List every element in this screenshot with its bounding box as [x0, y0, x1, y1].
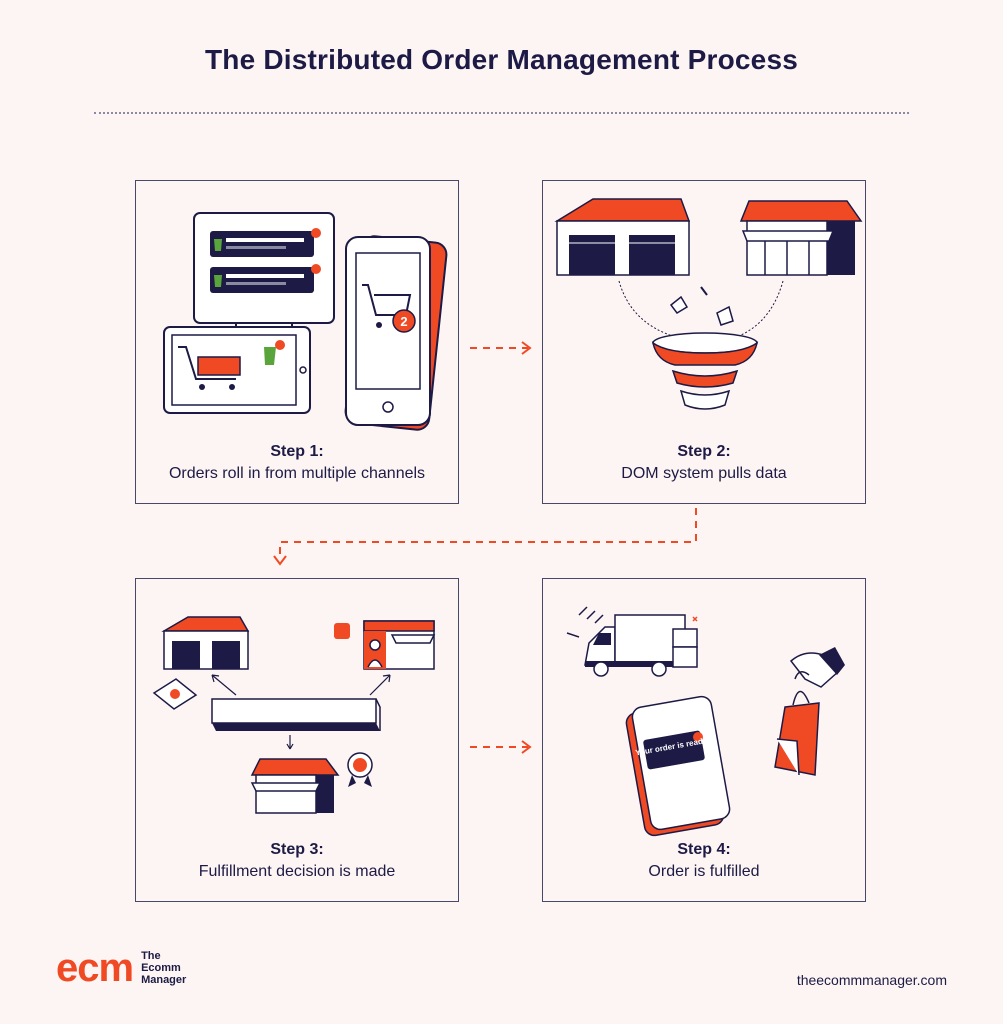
logo-mark: ecm	[56, 946, 134, 990]
order-fulfilled-illustration: Your order is ready!	[566, 606, 845, 837]
step-1-card: 2 Step 1: Orders roll in from multiple c…	[135, 180, 459, 504]
step-3-label: Step 3:	[270, 841, 324, 858]
step-1-caption: Step 1: Orders roll in from multiple cha…	[136, 441, 458, 485]
step-1-label: Step 1:	[270, 443, 324, 460]
ecm-logo: ecm The Ecomm Manager	[56, 948, 201, 988]
step-4-text: Order is fulfilled	[648, 863, 760, 880]
arrow-step2-to-step3	[279, 508, 697, 560]
step-2-caption: Step 2: DOM system pulls data	[543, 441, 865, 485]
website-url: theecommmanager.com	[796, 972, 947, 988]
dom-funnel-illustration	[554, 198, 863, 410]
step-1-text: Orders roll in from multiple channels	[168, 465, 426, 482]
page-title: The Distributed Order Management Process	[204, 44, 799, 75]
step-4-card: Your order is ready! Step 4: Order is fu…	[542, 578, 866, 902]
multichannel-orders-illustration: 2	[163, 212, 448, 431]
cart-badge	[392, 309, 416, 333]
arrowhead-3	[521, 740, 532, 754]
step-2-text: DOM system pulls data	[621, 465, 787, 482]
arrowhead-2	[273, 555, 287, 566]
step-4-label: Step 4:	[677, 841, 731, 858]
step-2-card: Step 2: DOM system pulls data	[542, 180, 866, 504]
step-4-caption: Step 4: Order is fulfilled	[543, 839, 865, 883]
step-2-label: Step 2:	[677, 443, 731, 460]
logo-subtitle: The Ecomm Manager	[141, 950, 187, 986]
step-3-caption: Step 3: Fulfillment decision is made	[136, 839, 458, 883]
cart-badge-count: 2	[400, 314, 407, 329]
arrowhead-1	[521, 341, 532, 355]
fulfillment-decision-illustration	[152, 616, 436, 814]
title-divider	[94, 112, 909, 114]
step-3-card: Step 3: Fulfillment decision is made	[135, 578, 459, 902]
step-3-text: Fulfillment decision is made	[198, 863, 396, 880]
